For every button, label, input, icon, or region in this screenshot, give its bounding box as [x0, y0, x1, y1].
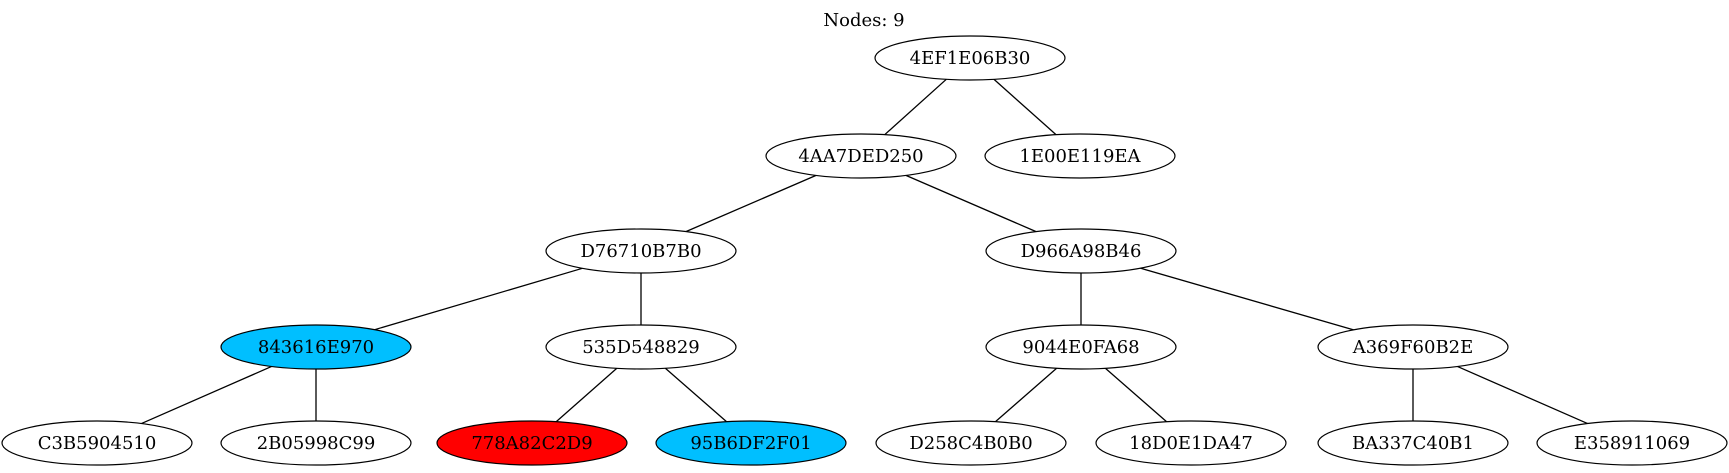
- edge-n7-n12: [555, 367, 618, 423]
- tree-node: 9044E0FA68: [985, 324, 1177, 370]
- edge-n5-n9: [1140, 267, 1354, 331]
- node-label: 2B05998C99: [257, 433, 376, 454]
- node-ellipse: [985, 228, 1177, 274]
- tree-node: C3B5904510: [1, 420, 193, 466]
- edge-layer: [141, 78, 1588, 425]
- node-ellipse: [655, 420, 847, 466]
- edge-n8-n14: [994, 367, 1058, 423]
- node-ellipse: [765, 133, 957, 179]
- node-label: 778A82C2D9: [471, 433, 592, 454]
- node-label: D966A98B46: [1021, 241, 1142, 262]
- node-ellipse: [545, 228, 737, 274]
- tree-node: 2B05998C99: [220, 420, 412, 466]
- tree-node: 1E00E119EA: [984, 133, 1176, 179]
- edge-n2-n5: [905, 174, 1037, 233]
- node-label: 4AA7DED250: [798, 146, 923, 167]
- node-label: 9044E0FA68: [1022, 337, 1139, 358]
- node-label: D258C4B0B0: [909, 433, 1032, 454]
- node-label: 18D0E1DA47: [1129, 433, 1253, 454]
- edge-n9-n17: [1457, 365, 1588, 425]
- node-label: 535D548829: [582, 337, 700, 358]
- node-ellipse: [985, 324, 1177, 370]
- tree-node: E358911069: [1536, 420, 1728, 466]
- tree-node: A369F60B2E: [1317, 324, 1509, 370]
- edge-n4-n6: [374, 267, 583, 331]
- tree-node: D966A98B46: [985, 228, 1177, 274]
- node-ellipse: [220, 420, 412, 466]
- node-ellipse: [875, 420, 1067, 466]
- tree-node: BA337C40B1: [1317, 420, 1509, 466]
- node-ellipse: [1536, 420, 1728, 466]
- tree-node: 95B6DF2F01: [655, 420, 847, 466]
- edge-n1-n3: [993, 78, 1057, 136]
- node-ellipse: [984, 133, 1176, 179]
- node-ellipse: [1095, 420, 1287, 466]
- tree-node: 4AA7DED250: [765, 133, 957, 179]
- node-label: 1E00E119EA: [1019, 146, 1141, 167]
- edge-n1-n2: [884, 78, 947, 136]
- tree-node: D258C4B0B0: [875, 420, 1067, 466]
- node-ellipse: [1317, 324, 1509, 370]
- node-ellipse: [545, 324, 737, 370]
- node-layer: 4EF1E06B30 4AA7DED250 1E00E119EA D76710B7B0…: [1, 35, 1728, 466]
- edge-n8-n15: [1104, 367, 1168, 423]
- node-label: BA337C40B1: [1352, 433, 1474, 454]
- node-label: A369F60B2E: [1352, 337, 1474, 358]
- tree-node: 843616E970: [220, 324, 412, 370]
- node-ellipse: [436, 420, 628, 466]
- node-ellipse: [220, 324, 412, 370]
- tree-node: 535D548829: [545, 324, 737, 370]
- tree-node: 778A82C2D9: [436, 420, 628, 466]
- tree-node: 4EF1E06B30: [874, 35, 1066, 81]
- node-label: 843616E970: [258, 337, 374, 358]
- diagram-title: Nodes: 9: [823, 10, 904, 31]
- tree-node: D76710B7B0: [545, 228, 737, 274]
- edge-n6-n10: [141, 365, 272, 425]
- node-label: E358911069: [1574, 433, 1690, 454]
- edge-n2-n4: [685, 174, 817, 233]
- node-label: D76710B7B0: [580, 241, 701, 262]
- node-ellipse: [1, 420, 193, 466]
- node-label: C3B5904510: [38, 433, 157, 454]
- node-ellipse: [1317, 420, 1509, 466]
- node-label: 4EF1E06B30: [910, 48, 1031, 69]
- node-label: 95B6DF2F01: [690, 433, 811, 454]
- edge-n7-n13: [664, 367, 728, 423]
- tree-node: 18D0E1DA47: [1095, 420, 1287, 466]
- node-ellipse: [874, 35, 1066, 81]
